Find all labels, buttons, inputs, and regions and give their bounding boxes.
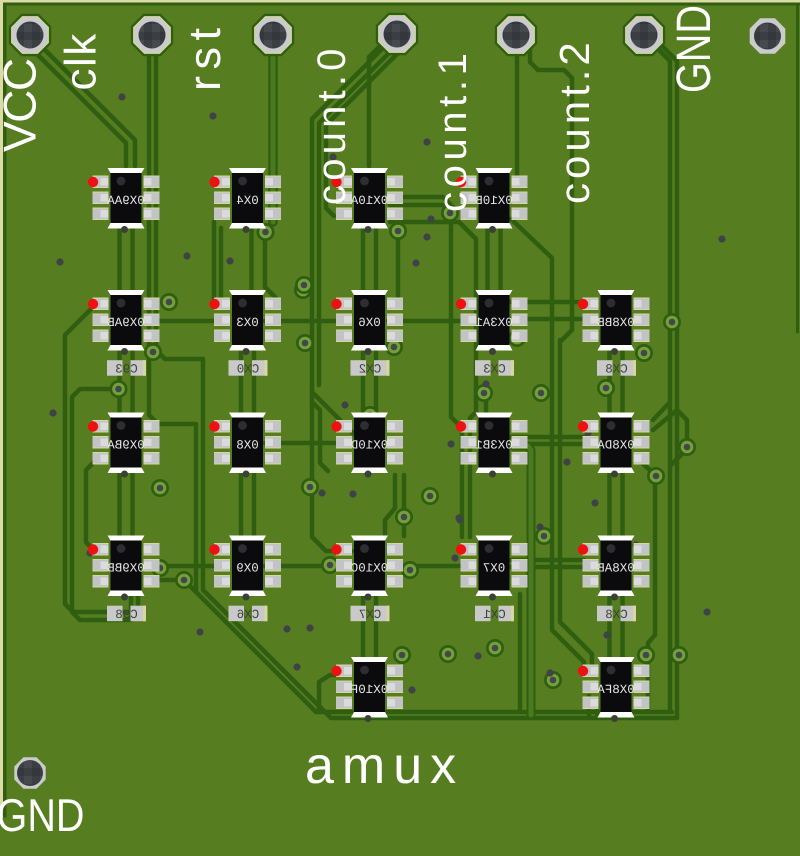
svg-text:C93: C93 [115, 363, 138, 377]
svg-text:rst: rst [179, 22, 230, 92]
svg-text:amux: amux [305, 737, 464, 795]
svg-text:0X3: 0X3 [236, 316, 259, 330]
svg-text:0X4: 0X4 [236, 194, 259, 208]
svg-text:CX8: CX8 [605, 608, 628, 622]
svg-text:0X8AB: 0X8AB [597, 562, 635, 576]
svg-text:0X3A1: 0X3A1 [475, 316, 513, 330]
svg-text:0X9BA: 0X9BA [107, 439, 145, 453]
svg-text:count.0: count.0 [310, 44, 354, 205]
svg-text:0X10C: 0X10C [351, 562, 389, 576]
svg-text:0X10A: 0X10A [350, 194, 388, 208]
svg-text:CX3: CX3 [483, 363, 506, 377]
svg-text:0X7: 0X7 [483, 562, 506, 576]
svg-text:CX2: CX2 [359, 363, 382, 377]
svg-text:CX6: CX6 [237, 608, 260, 622]
svg-text:0X9AA: 0X9AA [107, 194, 145, 208]
svg-text:0X3B1: 0X3B1 [475, 439, 513, 453]
svg-text:0X8BB: 0X8BB [597, 316, 635, 330]
svg-text:0X8DA: 0X8DA [597, 439, 635, 453]
svg-text:0X8: 0X8 [236, 439, 259, 453]
svg-text:C98: C98 [115, 608, 138, 622]
svg-text:count.2: count.2 [551, 38, 598, 204]
svg-text:0X10D: 0X10D [351, 439, 389, 453]
svg-text:GND: GND [0, 789, 84, 841]
svg-text:count.1: count.1 [431, 49, 475, 212]
svg-text:CX7: CX7 [359, 608, 382, 622]
svg-text:CX1: CX1 [483, 608, 506, 622]
svg-text:CX8: CX8 [605, 363, 628, 377]
svg-text:0X6: 0X6 [358, 316, 381, 330]
svg-text:0X8FA: 0X8FA [597, 683, 635, 697]
svg-text:GND: GND [667, 5, 721, 93]
svg-text:0X9BB: 0X9BB [107, 562, 145, 576]
svg-text:0X10B: 0X10B [475, 194, 513, 208]
svg-text:0X9: 0X9 [236, 562, 259, 576]
svg-text:0X10F: 0X10F [351, 683, 389, 697]
svg-text:VCC: VCC [0, 59, 46, 152]
svg-text:0X9AB: 0X9AB [107, 316, 145, 330]
svg-text:CX0: CX0 [237, 363, 260, 377]
